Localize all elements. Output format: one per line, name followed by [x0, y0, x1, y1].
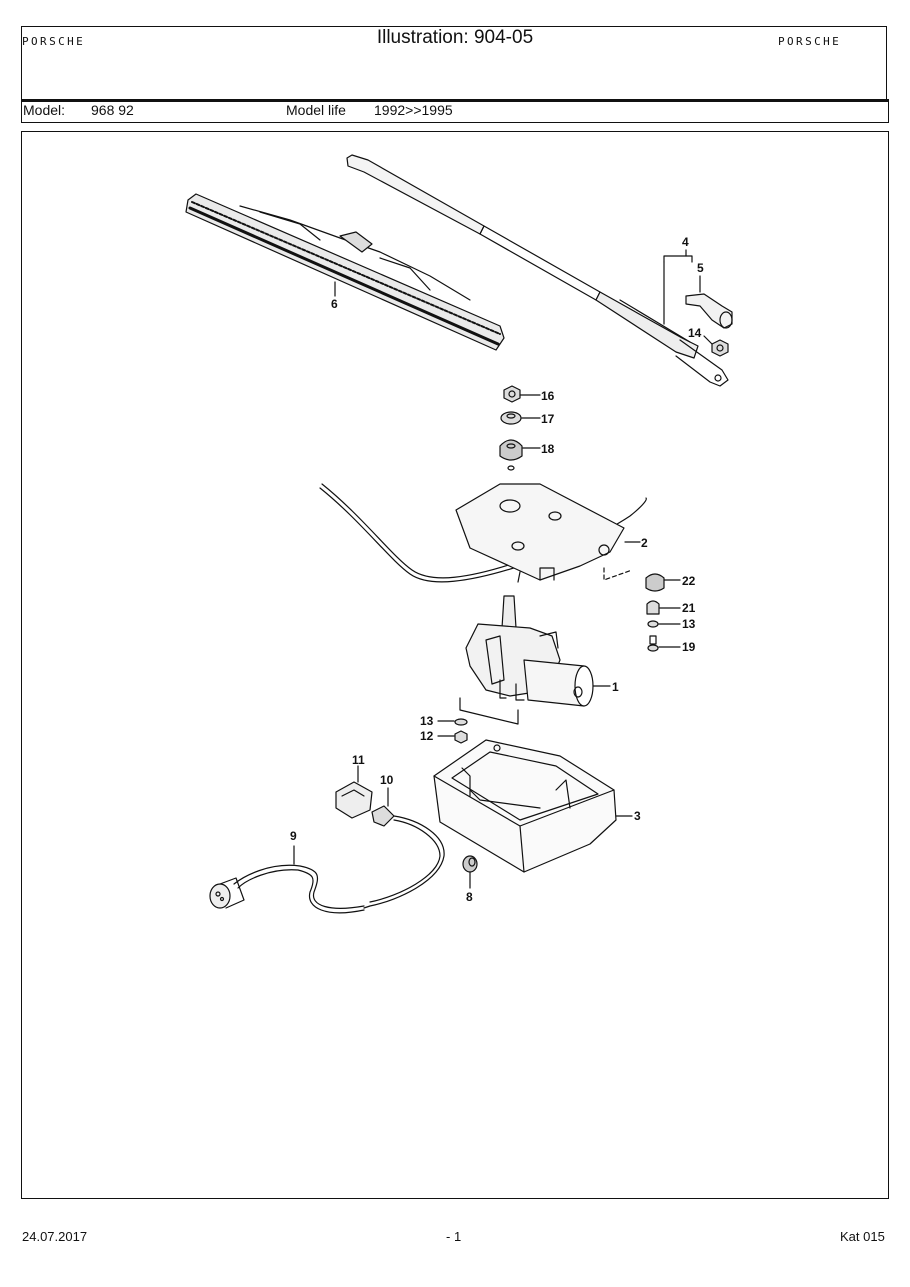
grommet-22	[645, 573, 665, 592]
grommet-18	[499, 439, 523, 471]
callout-6: 6	[331, 297, 338, 311]
porsche-logo-right: PORSCHE	[778, 35, 841, 47]
callout-21: 21	[682, 601, 696, 615]
bracket-4	[663, 255, 693, 263]
model-life-label: Model life	[286, 102, 346, 118]
callout-17: 17	[541, 412, 555, 426]
footer-page: - 1	[446, 1229, 462, 1244]
connector-10	[371, 805, 395, 827]
callout-1: 1	[612, 680, 619, 694]
cable-9	[209, 815, 445, 914]
callout-22: 22	[682, 574, 696, 588]
callout-13-upper: 13	[682, 617, 696, 631]
model-life-value: 1992>>1995	[374, 102, 453, 118]
callout-5: 5	[697, 261, 704, 275]
wiper-arm	[346, 154, 729, 387]
model-row: Model: 968 92 Model life 1992>>1995	[21, 101, 889, 123]
callout-11: 11	[352, 753, 365, 767]
model-label: Model:	[23, 102, 66, 118]
connector-11	[335, 781, 373, 819]
screw-19	[647, 635, 659, 652]
svg-text:PORSCHE: PORSCHE	[22, 35, 85, 47]
wiper-blade	[185, 193, 505, 351]
callout-4: 4	[682, 235, 689, 249]
callout-18: 18	[541, 442, 555, 456]
callout-19: 19	[682, 640, 696, 654]
diagram-frame	[21, 131, 889, 1199]
washer-13-lower	[454, 718, 468, 726]
nut-16	[503, 385, 521, 403]
wiper-motor	[465, 595, 594, 707]
arm-cap	[685, 293, 733, 329]
svg-text:PORSCHE: PORSCHE	[778, 35, 841, 47]
callout-2: 2	[641, 536, 648, 550]
callout-10: 10	[380, 773, 394, 787]
callout-8: 8	[466, 890, 473, 904]
mounting-plate	[455, 483, 625, 583]
nut-21	[646, 600, 660, 615]
plug-8	[462, 855, 478, 873]
header-rule	[21, 99, 889, 102]
callout-9: 9	[290, 829, 297, 843]
model-value: 968 92	[91, 102, 134, 118]
callout-14: 14	[688, 326, 702, 340]
nut-12	[454, 730, 468, 744]
arm-nut	[711, 339, 729, 357]
porsche-logo-left: PORSCHE	[22, 35, 85, 47]
footer-catalog: Kat 015	[840, 1229, 885, 1244]
washer-17	[500, 411, 522, 425]
callout-13-lower: 13	[420, 714, 434, 728]
callout-12: 12	[420, 729, 434, 743]
motor-housing-box	[433, 739, 617, 873]
footer-date: 24.07.2017	[22, 1229, 88, 1244]
callout-3: 3	[634, 809, 641, 823]
page-title: Illustration: 904-05	[376, 27, 534, 48]
washer-13-upper	[647, 620, 659, 628]
callout-16: 16	[541, 389, 555, 403]
